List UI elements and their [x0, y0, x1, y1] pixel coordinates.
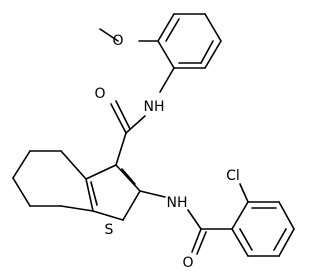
bond	[85, 164, 117, 180]
methoxy-oxygen-label: O	[112, 33, 123, 49]
bond	[159, 67, 175, 93]
bond	[139, 190, 166, 198]
bond	[125, 115, 146, 134]
bond	[191, 228, 202, 253]
bond	[278, 228, 295, 257]
chlorine-label: Cl	[226, 168, 240, 184]
bond	[110, 103, 127, 134]
upper-amide	[110, 67, 175, 166]
bond	[115, 164, 141, 192]
bond	[90, 181, 98, 206]
bond	[12, 177, 31, 207]
bond	[273, 228, 287, 251]
bond	[165, 18, 180, 42]
bond	[92, 210, 124, 221]
bond	[157, 13, 175, 42]
sulfur-label: S	[105, 222, 114, 238]
amide-oxygen-bottom-label: O	[182, 255, 193, 271]
bond	[231, 228, 249, 257]
bond	[60, 205, 94, 212]
bond	[157, 40, 175, 69]
chlorophenyl-ring	[231, 183, 295, 257]
bond	[204, 13, 222, 42]
amide-nitrogen-top-label: NH	[144, 99, 165, 115]
bond	[231, 201, 249, 230]
amide-nitrogen-bottom-label: NH	[167, 195, 188, 211]
bond	[122, 190, 141, 221]
bond	[115, 100, 131, 130]
lower-amide	[139, 190, 233, 255]
bond	[12, 150, 31, 179]
bond	[196, 231, 207, 255]
atom-labels: O O NH S NH Cl O	[94, 33, 239, 271]
bond	[85, 178, 94, 212]
bond	[187, 209, 202, 230]
bond	[204, 40, 222, 69]
bond	[239, 183, 249, 203]
fused-ring-system	[12, 150, 141, 221]
methoxyphenyl-ring	[157, 13, 222, 69]
bond	[99, 28, 119, 42]
bond	[200, 40, 214, 64]
bond	[278, 201, 295, 230]
bond	[121, 168, 136, 185]
bond	[60, 150, 87, 180]
bond	[239, 228, 253, 251]
bond	[115, 132, 127, 166]
amide-oxygen-top-label: O	[94, 86, 105, 102]
methoxy-group	[99, 28, 159, 42]
